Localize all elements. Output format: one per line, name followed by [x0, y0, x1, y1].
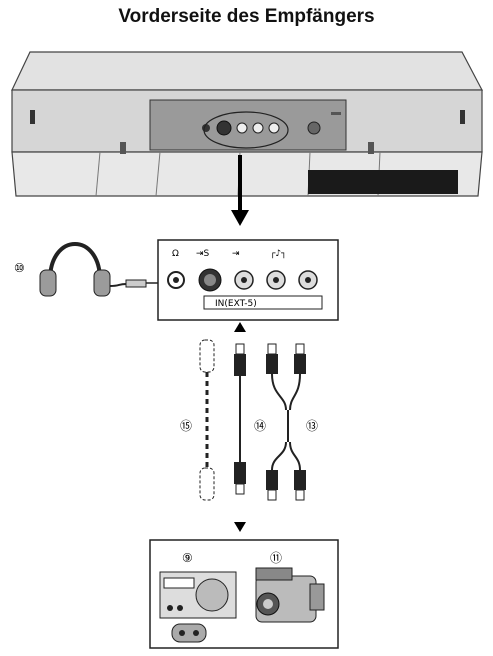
callout-11: ⑪	[270, 551, 282, 565]
game-console-icon	[159, 571, 237, 643]
diagram-title: Vorderseite des Empfängers	[118, 6, 375, 27]
callout-9: ⑨	[182, 551, 193, 565]
headphones-icon: Ω	[172, 249, 179, 259]
headphones-icon	[39, 242, 172, 297]
callout-15: ⑮	[180, 419, 192, 433]
callout-13: ⑬	[306, 419, 318, 433]
double-arrow-icon	[234, 322, 246, 532]
svideo-cable	[199, 339, 215, 501]
audio-input-icon: ┌♪┐	[270, 249, 287, 259]
callout-14: ⑭	[254, 419, 266, 433]
front-input-panel: Ω ⇥S ⇥ ┌♪┐	[157, 239, 339, 321]
panel-label: IN(EXT-5)	[215, 299, 257, 309]
s-video-input-icon: ⇥S	[196, 249, 210, 259]
arrow-down-icon	[231, 155, 249, 226]
audio-cable	[266, 343, 306, 501]
camcorder-icon	[255, 567, 325, 623]
video-input-icon: ⇥	[232, 249, 240, 259]
devices-box	[149, 539, 339, 649]
video-cable	[234, 343, 246, 495]
receiver-front	[11, 51, 483, 197]
callout-10: ⑩	[14, 261, 25, 275]
